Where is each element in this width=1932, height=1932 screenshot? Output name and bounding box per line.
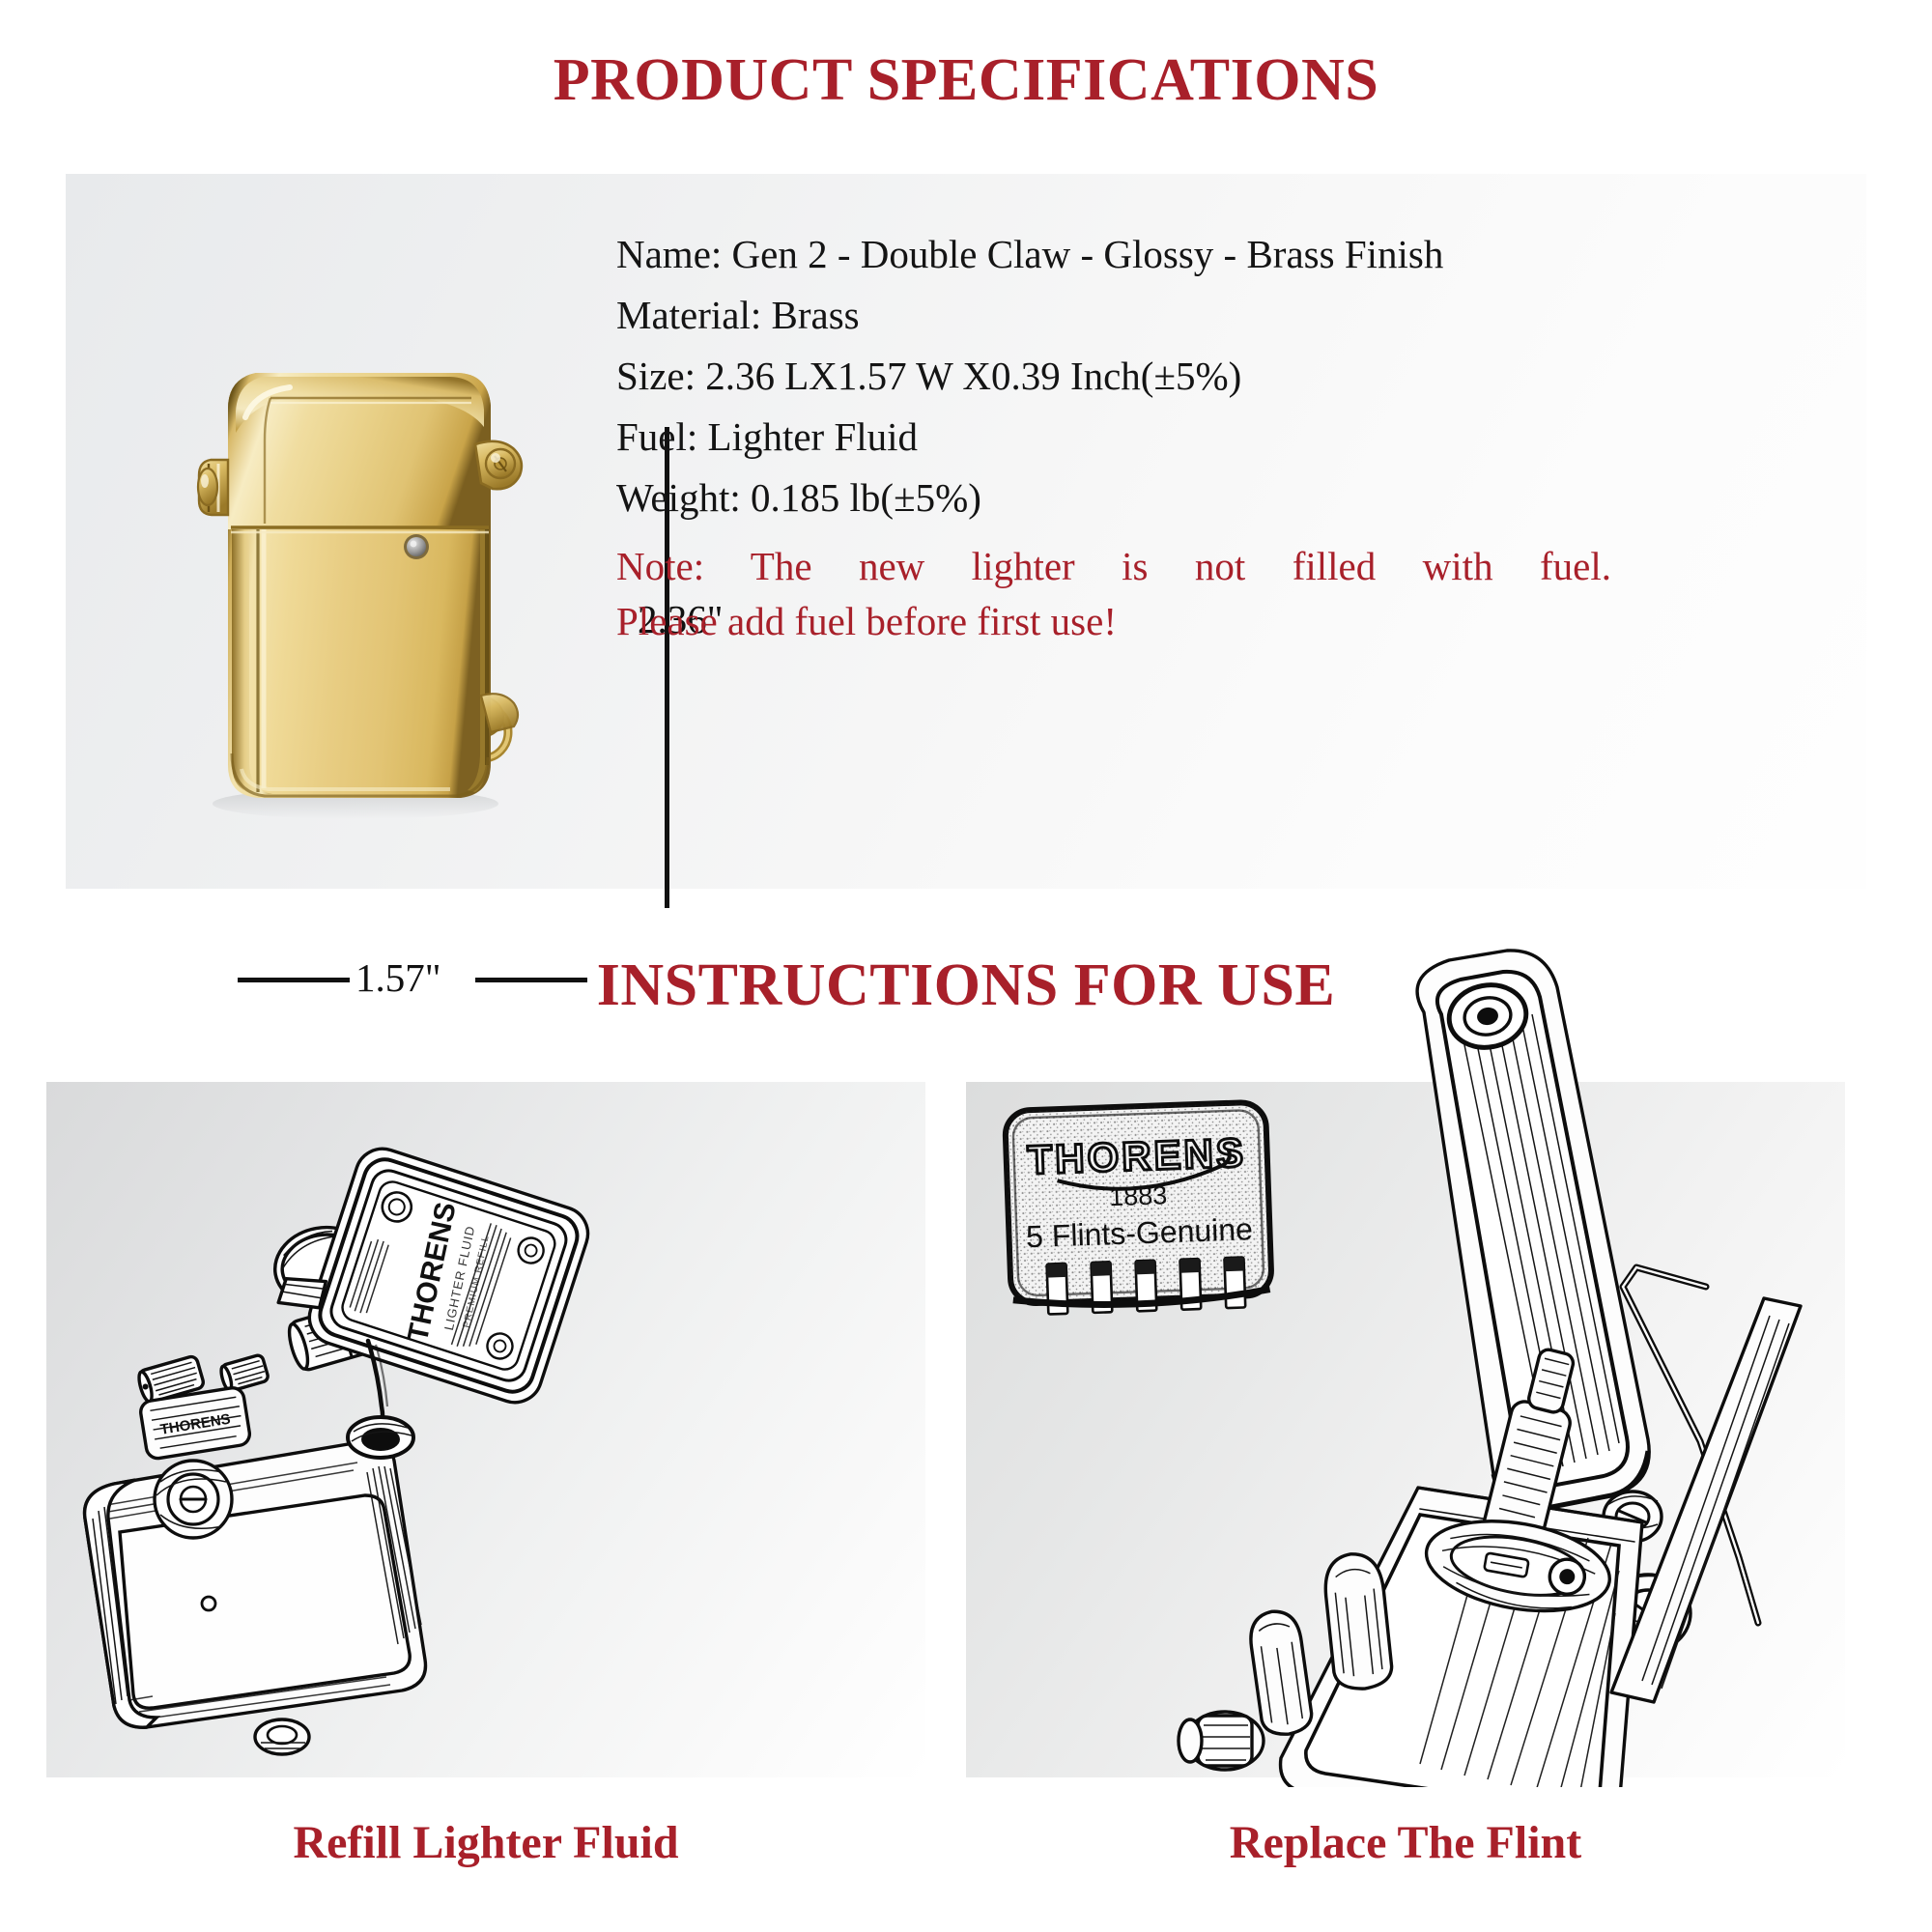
hinge-screw-boss [153,1459,234,1540]
claw-lever-right [473,440,524,491]
refill-illustration: THORENS LIGHTER FLUID PREMIUM REFILL [82,1147,590,1756]
instruction-panel-flint [966,1082,1845,1777]
lid-pin-icon [404,534,429,559]
lighter-lid [228,373,491,529]
lighter-inverted: THORENS [82,1386,428,1756]
flint-part-small-b [219,1353,270,1393]
caption-refill-lighter-fluid: Refill Lighter Fluid [293,1817,679,1868]
height-dimension-line [665,427,669,908]
note-line-2: Please add fuel before first use! [616,599,1117,643]
fill-port [346,1415,415,1460]
instruction-panel-refill: THORENS LIGHTER FLUID PREMIUM REFILL [46,1082,925,1777]
specifications-panel: 2.36" 1.57" Name: Gen 2 - Double Claw - … [66,174,1866,1000]
width-dimension-label: 1.57" [355,955,441,1000]
width-dimension-line-right [475,978,587,982]
lighter-product-image [66,174,742,889]
flint-part-small-a [137,1354,206,1404]
spec-line-name: Name: Gen 2 - Double Claw - Glossy - Bra… [616,232,1444,276]
spec-line-fuel: Fuel: Lighter Fluid [616,414,919,459]
fuel-warning-note: Note: The new lighter is not filled with… [616,539,1611,649]
page-title-instructions: INSTRUCTIONS FOR USE [596,952,1336,1018]
specification-list: Name: Gen 2 - Double Claw - Glossy - Bra… [616,224,1708,528]
width-dimension-line-left [238,978,350,982]
note-line-1: Note: The new lighter is not filled with… [616,544,1611,588]
page-title-specifications: PRODUCT SPECIFICATIONS [553,47,1379,113]
claw-lever-bottom [479,693,520,734]
thumbwheel-assembly: THORENS [139,1386,252,1461]
height-dimension-label: 2.36" [638,597,724,641]
spec-line-size: Size: 2.36 LX1.57 W X0.39 Inch(±5%) [616,354,1242,398]
spec-line-material: Material: Brass [616,293,860,337]
face-rivet [200,1595,217,1612]
bottom-knob [253,1718,311,1756]
fuel-can: THORENS LIGHTER FLUID PREMIUM REFILL [276,1147,590,1405]
spec-line-weight: Weight: 0.185 lb(±5%) [616,475,981,520]
caption-replace-the-flint: Replace The Flint [1229,1817,1582,1868]
side-hinge-left [196,458,230,517]
